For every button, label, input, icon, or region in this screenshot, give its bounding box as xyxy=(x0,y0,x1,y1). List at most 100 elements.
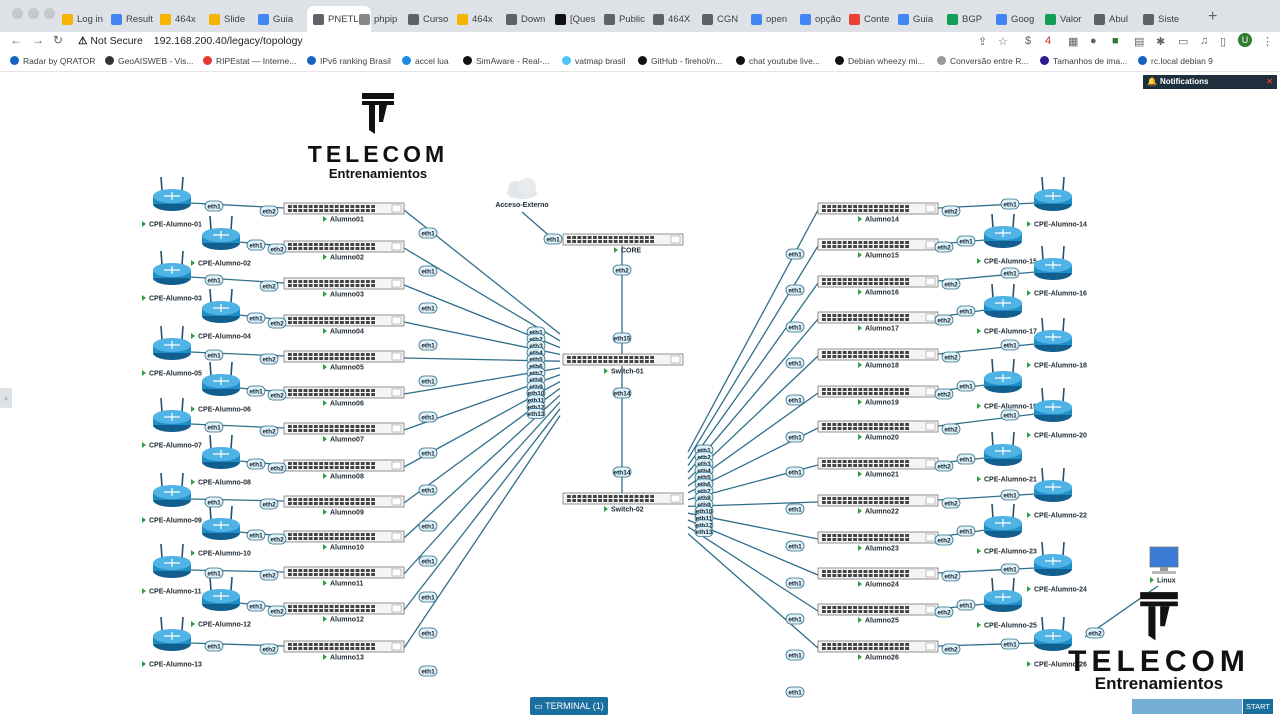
student-router-icon[interactable] xyxy=(817,311,939,324)
port-badge[interactable] xyxy=(785,503,805,515)
browser-tab[interactable]: Public xyxy=(604,6,653,32)
port-badge[interactable] xyxy=(204,640,224,652)
port-badge[interactable] xyxy=(785,577,805,589)
port-badge[interactable] xyxy=(612,332,632,344)
new-tab-button[interactable]: + xyxy=(1208,8,1218,25)
port-badge[interactable] xyxy=(267,317,287,329)
student-router-icon[interactable] xyxy=(817,348,939,361)
router-icon[interactable] xyxy=(984,213,1022,248)
port-badge[interactable] xyxy=(418,627,438,639)
core-switch-icon[interactable] xyxy=(562,233,684,246)
router-icon[interactable] xyxy=(202,505,240,540)
port-badge[interactable] xyxy=(526,408,546,420)
close-icon[interactable]: ✕ xyxy=(1266,77,1273,86)
topology-diagram[interactable]: Acceso-ExternoCORESwitch-01Switch-02CPE-… xyxy=(0,72,1280,720)
port-badge[interactable] xyxy=(785,649,805,661)
port-badge[interactable] xyxy=(418,555,438,567)
router-icon[interactable] xyxy=(1034,467,1072,502)
student-router-icon[interactable] xyxy=(283,495,405,508)
port-badge[interactable] xyxy=(785,321,805,333)
port-badge[interactable] xyxy=(941,497,961,509)
bookmark-item[interactable]: Tamanhos de ima... xyxy=(1040,56,1127,66)
student-router-icon[interactable] xyxy=(817,640,939,653)
port-badge[interactable] xyxy=(785,466,805,478)
port-badge[interactable] xyxy=(1085,627,1105,639)
port-badge[interactable] xyxy=(956,525,976,537)
browser-tab[interactable]: 464X xyxy=(653,6,702,32)
network-link[interactable] xyxy=(403,408,561,611)
student-router-icon[interactable] xyxy=(283,386,405,399)
reload-icon[interactable]: ↻ xyxy=(53,33,64,47)
student-router-icon[interactable] xyxy=(817,603,939,616)
port-badge[interactable] xyxy=(941,351,961,363)
port-badge[interactable] xyxy=(204,496,224,508)
extension-green-icon[interactable]: ■ xyxy=(1112,35,1119,47)
student-router-icon[interactable] xyxy=(283,314,405,327)
terminal-button[interactable]: ▭ TERMINAL (1) xyxy=(530,697,608,715)
cast-icon[interactable]: ▭ xyxy=(1178,36,1189,48)
student-router-icon[interactable] xyxy=(817,494,939,507)
port-badge[interactable] xyxy=(204,349,224,361)
extension-grid-icon[interactable]: ▦ xyxy=(1068,36,1079,48)
extensions-puzzle-icon[interactable]: ✱ xyxy=(1156,36,1166,48)
port-badge[interactable] xyxy=(246,385,266,397)
browser-tab[interactable]: BGP xyxy=(947,6,996,32)
browser-tab[interactable]: 464x xyxy=(457,6,506,32)
back-icon[interactable]: ← xyxy=(10,33,22,47)
port-badge[interactable] xyxy=(259,643,279,655)
network-link[interactable] xyxy=(687,533,819,649)
switch-01-icon[interactable] xyxy=(562,353,684,366)
port-badge[interactable] xyxy=(418,302,438,314)
port-badge[interactable] xyxy=(956,235,976,247)
port-badge[interactable] xyxy=(267,533,287,545)
router-icon[interactable] xyxy=(153,250,191,285)
student-router-icon[interactable] xyxy=(283,602,405,615)
media-icon[interactable]: ♫ xyxy=(1200,35,1209,47)
router-icon[interactable] xyxy=(202,361,240,396)
port-badge[interactable] xyxy=(785,686,805,698)
bookmark-item[interactable]: RIPEstat — Interne... xyxy=(203,56,296,66)
router-icon[interactable] xyxy=(1034,245,1072,280)
student-router-icon[interactable] xyxy=(283,566,405,579)
browser-tab[interactable]: Log in xyxy=(62,6,111,32)
port-badge[interactable] xyxy=(612,466,632,478)
browser-tab[interactable]: Valor xyxy=(1045,6,1094,32)
port-badge[interactable] xyxy=(246,458,266,470)
menu-icon[interactable]: ⋮ xyxy=(1262,36,1273,48)
router-icon[interactable] xyxy=(1034,541,1072,576)
start-button[interactable]: START xyxy=(1243,699,1273,714)
port-badge[interactable] xyxy=(246,239,266,251)
browser-tab[interactable]: [Ques xyxy=(555,6,604,32)
bookmark-item[interactable]: GitHub - firehol/n... xyxy=(638,56,722,66)
router-icon[interactable] xyxy=(202,576,240,611)
port-badge[interactable] xyxy=(418,411,438,423)
linux-host-icon[interactable] xyxy=(1149,546,1179,574)
port-badge[interactable] xyxy=(956,453,976,465)
bookmark-item[interactable]: Conversão entre R... xyxy=(937,56,1028,66)
student-router-icon[interactable] xyxy=(817,202,939,215)
sidebar-toggle[interactable]: › xyxy=(0,388,12,408)
browser-tab[interactable]: Goog xyxy=(996,6,1045,32)
port-badge[interactable] xyxy=(418,665,438,677)
port-badge[interactable] xyxy=(785,248,805,260)
window-close-button[interactable] xyxy=(12,8,23,19)
sidepanel-icon[interactable]: ▯ xyxy=(1220,36,1227,48)
port-badge[interactable] xyxy=(941,278,961,290)
port-badge[interactable] xyxy=(1000,267,1020,279)
port-badge[interactable] xyxy=(612,387,632,399)
student-router-icon[interactable] xyxy=(283,240,405,253)
port-badge[interactable] xyxy=(1000,489,1020,501)
browser-tab[interactable]: Slide xyxy=(209,6,258,32)
port-badge[interactable] xyxy=(259,205,279,217)
extension-s-icon[interactable]: $ xyxy=(1025,35,1032,47)
port-badge[interactable] xyxy=(934,314,954,326)
port-badge[interactable] xyxy=(246,600,266,612)
port-badge[interactable] xyxy=(934,388,954,400)
port-badge[interactable] xyxy=(785,613,805,625)
port-badge[interactable] xyxy=(785,394,805,406)
browser-tab[interactable]: phpip xyxy=(359,6,408,32)
router-icon[interactable] xyxy=(984,577,1022,612)
window-zoom-button[interactable] xyxy=(44,8,55,19)
port-badge[interactable] xyxy=(934,606,954,618)
